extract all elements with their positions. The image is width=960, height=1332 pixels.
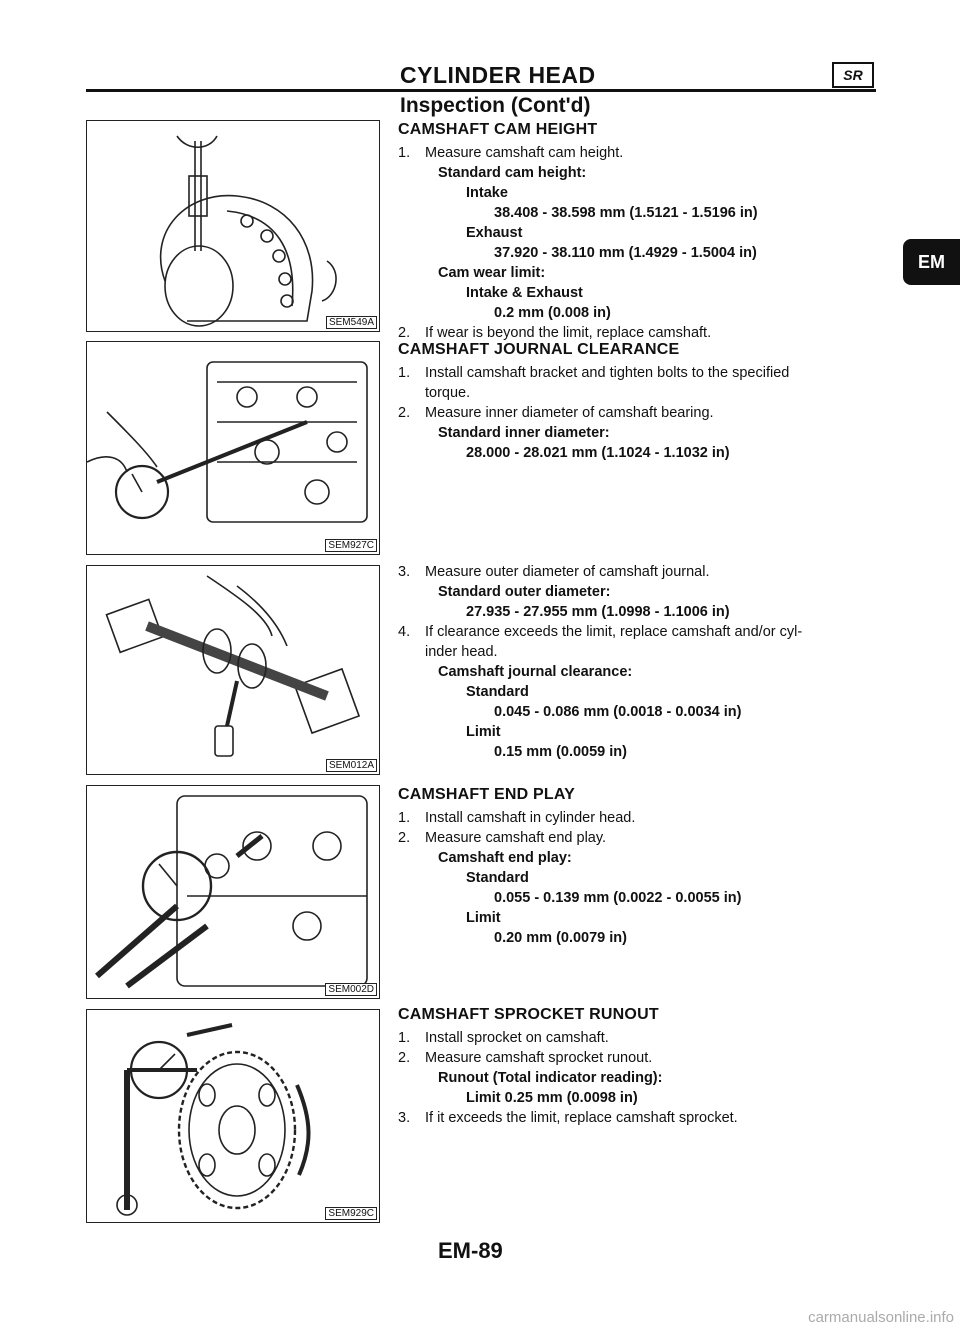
spec-value: 38.408 - 38.598 mm (1.5121 - 1.5196 in): [494, 205, 758, 221]
page-number: EM-89: [438, 1238, 503, 1263]
dial-gauge-illustration: [95, 795, 368, 989]
step-line: 4.If clearance exceeds the limit, replac…: [398, 624, 803, 640]
figure-code: SEM549A: [325, 316, 377, 329]
step-line: 2.If wear is beyond the limit, replace c…: [398, 325, 712, 341]
step-line: 2.Measure inner diameter of camshaft bea…: [398, 405, 714, 421]
step-line: 2.Measure camshaft end play.: [398, 830, 607, 846]
figure-cam-height: SEM549A: [86, 120, 380, 332]
figure-journal-inner: SEM927C: [86, 341, 380, 555]
spec-value: 0.045 - 0.086 mm (0.0018 - 0.0034 in): [494, 704, 742, 720]
section-heading: CAMSHAFT CAM HEIGHT: [398, 121, 598, 138]
figure-code: SEM929C: [325, 1207, 377, 1220]
figure-code: SEM927C: [325, 539, 377, 552]
watermark: carmanualsonline.info: [808, 1309, 954, 1326]
spec-value: 0.2 mm (0.008 in): [494, 305, 611, 321]
step-line: 2.Measure camshaft sprocket runout.: [398, 1050, 653, 1066]
section-heading: CAMSHAFT SPROCKET RUNOUT: [398, 1006, 659, 1023]
page-subtitle: Inspection (Cont'd): [400, 94, 591, 117]
step-line: 3.If it exceeds the limit, replace camsh…: [398, 1110, 738, 1126]
spec-label: Camshaft end play:: [438, 850, 572, 866]
spec-value: Limit 0.25 mm (0.0098 in): [466, 1090, 638, 1106]
spec-value: 37.920 - 38.110 mm (1.4929 - 1.5004 in): [494, 245, 757, 261]
spec-value: 0.20 mm (0.0079 in): [494, 930, 627, 946]
section-journal-outer: 3.Measure outer diameter of camshaft jou…: [398, 562, 898, 762]
section-sprocket-runout: CAMSHAFT SPROCKET RUNOUT 1.Install sproc…: [398, 1006, 898, 1128]
section-cam-height: CAMSHAFT CAM HEIGHT 1.Measure camshaft c…: [398, 121, 898, 343]
spec-label: Standard: [466, 870, 529, 886]
step-line: 1.Install camshaft in cylinder head.: [398, 810, 636, 826]
section-heading: CAMSHAFT END PLAY: [398, 786, 576, 803]
spec-value: 0.15 mm (0.0059 in): [494, 744, 627, 760]
section-heading: CAMSHAFT JOURNAL CLEARANCE: [398, 341, 680, 358]
micrometer-illustration: [159, 135, 337, 327]
figure-code: SEM002D: [325, 983, 377, 996]
figure-end-play: SEM002D: [86, 785, 380, 999]
figure-sprocket-runout: SEM929C: [86, 1009, 380, 1223]
engine-badge: SR: [832, 62, 874, 88]
sprocket-illustration: [116, 1023, 311, 1216]
spec-value: 28.000 - 28.021 mm (1.1024 - 1.1032 in): [466, 445, 730, 461]
spec-label: Limit: [466, 910, 501, 926]
spec-label: Runout (Total indicator reading):: [438, 1070, 663, 1086]
spec-label: Standard: [466, 684, 529, 700]
spec-label: Standard inner diameter:: [438, 425, 610, 441]
bore-gauge-illustration: [87, 361, 368, 523]
figure-code: SEM012A: [325, 759, 377, 772]
step-line: 3.Measure outer diameter of camshaft jou…: [398, 564, 710, 580]
step-line-cont: inder head.: [425, 644, 498, 660]
step-line: 1.Install sprocket on camshaft.: [398, 1030, 609, 1046]
header-rule: [86, 89, 876, 92]
section-end-play: CAMSHAFT END PLAY 1.Install camshaft in …: [398, 786, 898, 948]
spec-value: 0.055 - 0.139 mm (0.0022 - 0.0055 in): [494, 890, 742, 906]
step-line: 1.Measure camshaft cam height.: [398, 145, 624, 161]
section-journal-clearance: CAMSHAFT JOURNAL CLEARANCE 1.Install cam…: [398, 341, 898, 463]
page-title: CYLINDER HEAD: [400, 62, 596, 88]
spec-label: Intake: [466, 185, 508, 201]
spec-label: Standard outer diameter:: [438, 584, 611, 600]
step-line: 1.Install camshaft bracket and tighten b…: [398, 365, 790, 381]
journal-measure-illustration: [105, 575, 361, 757]
step-line-cont: torque.: [425, 385, 471, 401]
spec-label: Exhaust: [466, 225, 523, 241]
spec-label: Cam wear limit:: [438, 265, 546, 281]
section-tab: EM: [903, 239, 960, 285]
spec-label: Limit: [466, 724, 501, 740]
spec-label: Intake & Exhaust: [466, 285, 583, 301]
spec-value: 27.935 - 27.955 mm (1.0998 - 1.1006 in): [466, 604, 730, 620]
spec-label: Standard cam height:: [438, 165, 587, 181]
spec-label: Camshaft journal clearance:: [438, 664, 633, 680]
figure-journal-outer: SEM012A: [86, 565, 380, 775]
